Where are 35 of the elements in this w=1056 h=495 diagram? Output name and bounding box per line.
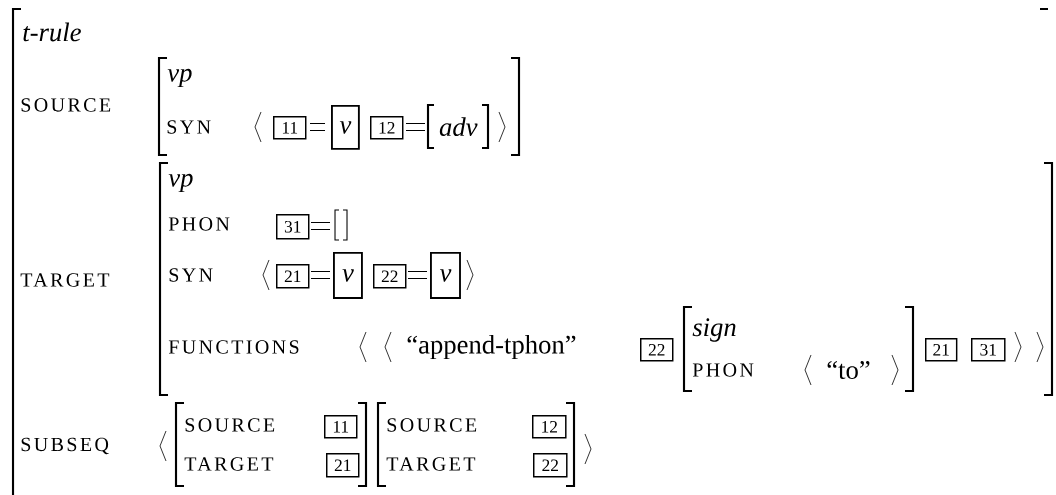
tag-box: 21 [326,453,360,478]
tag-box: 12 [370,116,404,140]
feature-label: PHON [692,363,754,377]
feature-label: FUNCTIONS [168,340,299,354]
tag-box: 22 [533,453,568,478]
feature-label: SYN [167,120,211,134]
type-label: sign [692,318,736,342]
empty-brackets [334,209,348,241]
feature-label: SOURCE [185,418,275,432]
value-box: v [331,105,360,150]
bracketed-value: adv [426,103,490,150]
tag-box: 22 [640,338,674,362]
tag-box: 21 [925,338,958,362]
value-text: “append-tphon” [407,334,576,360]
feature-label: SOURCE [387,418,477,432]
tag-box: 11 [273,116,307,140]
tag-box: 31 [971,338,1006,362]
tag-box: 31 [276,214,310,240]
tag-box: 22 [373,264,407,289]
tag-box: 12 [532,415,567,439]
value-box: v [430,252,461,299]
value-box: v [333,252,363,299]
feature-label: SYN [169,268,213,282]
feature-label: TARGET [184,457,274,471]
feature-label: TARGET [20,273,110,287]
feature-label: SUBSEQ [21,437,109,455]
feature-label: TARGET [386,457,476,471]
type-label: vp [168,173,193,193]
feature-label: PHON [168,217,230,231]
tag-box: 21 [276,264,310,289]
type-label: t-rule [23,22,81,42]
value-text: “to” [827,361,870,379]
tag-box: 11 [324,415,358,439]
feature-label: SOURCE [21,98,111,112]
type-label: vp [167,68,192,88]
